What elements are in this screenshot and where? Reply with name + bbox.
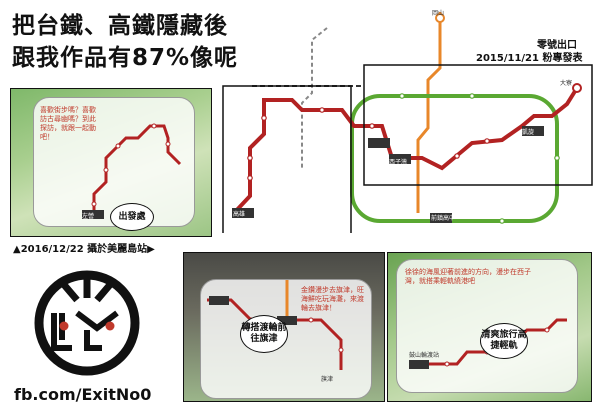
exit-logo-icon (34, 270, 140, 376)
map-station-cianjhen: 前鎮高中 (431, 215, 456, 222)
photo-map-card-2: 金鑽漫步去旗津，旺海鮮吃玩海灘，來渡輪去旗津！ 旗津 (200, 279, 372, 399)
release-title: 零號出口 (537, 40, 577, 51)
note-top-left: 喜歡街步嗎？喜歡訪古尋幽嗎？到此探訪，就跟一起動吧！ (40, 106, 96, 141)
map-station-daliao: 大寮 (560, 80, 573, 87)
ferry-bubble: 轉搭渡輪前往旗津 (240, 315, 288, 353)
photo-station-map-2: 金鑽漫步去旗津，旺海鮮吃玩海灘，來渡輪去旗津！ 旗津 轉搭渡輪前往旗津 (183, 252, 385, 402)
map-station-meilidao: 美麗島 (366, 153, 385, 160)
start-point-bubble: 出發處 (110, 203, 154, 231)
headline-line1: 把台鐵、高鐵隱藏後 (12, 13, 228, 39)
fb-url: fb.com/ExitNo0 (14, 385, 152, 404)
note-bottom-left: 金鑽漫步去旗津，旺海鮮吃玩海灘，來渡輪去旗津！ (301, 286, 364, 312)
map-station-ferry-pier: 鼓山輪渡站 (409, 352, 440, 359)
map-station-gangshan: 岡山 (432, 10, 445, 17)
note-bottom-right: 徐徐的海風迎著前進的方向，漫步在西子灣，就搭乘輕軌繞港吧 (405, 268, 531, 285)
photo-caption: ▲2016/12/22 攝於美麗島站▶ (13, 244, 155, 255)
photo-map-card-3: 徐徐的海風迎著前進的方向，漫步在西子灣，就搭乘輕軌繞港吧 鼓山輪渡站 (396, 259, 578, 393)
map-station-xiziwan: 西子灣 (389, 159, 408, 166)
exit-logo (32, 268, 142, 378)
lrt-bubble: 清爽旅行高捷輕軌 (480, 323, 528, 359)
map-station-zuoying: 左營 (82, 213, 95, 220)
photo-station-map-1: 喜歡街步嗎？喜歡訪古尋幽嗎？到此探訪，就跟一起動吧！ 左營 出發處 (10, 88, 212, 237)
map-station-qijin: 旗津 (321, 376, 334, 383)
map-station-kaisyuan: 凱旋 (522, 129, 535, 136)
photo-station-map-3: 徐徐的海風迎著前進的方向，漫步在西子灣，就搭乘輕軌繞港吧 鼓山輪渡站 清爽旅行高… (387, 252, 592, 402)
mrt-map-artwork (222, 8, 594, 235)
release-date: 2015/11/21 粉專發表 (476, 53, 583, 64)
map-station-kaohsiung: 高雄 (233, 211, 246, 218)
headline-line2: 跟我作品有87%像呢 (12, 45, 239, 71)
photo-map-card: 喜歡街步嗎？喜歡訪古尋幽嗎？到此探訪，就跟一起動吧！ 左營 (33, 97, 195, 227)
